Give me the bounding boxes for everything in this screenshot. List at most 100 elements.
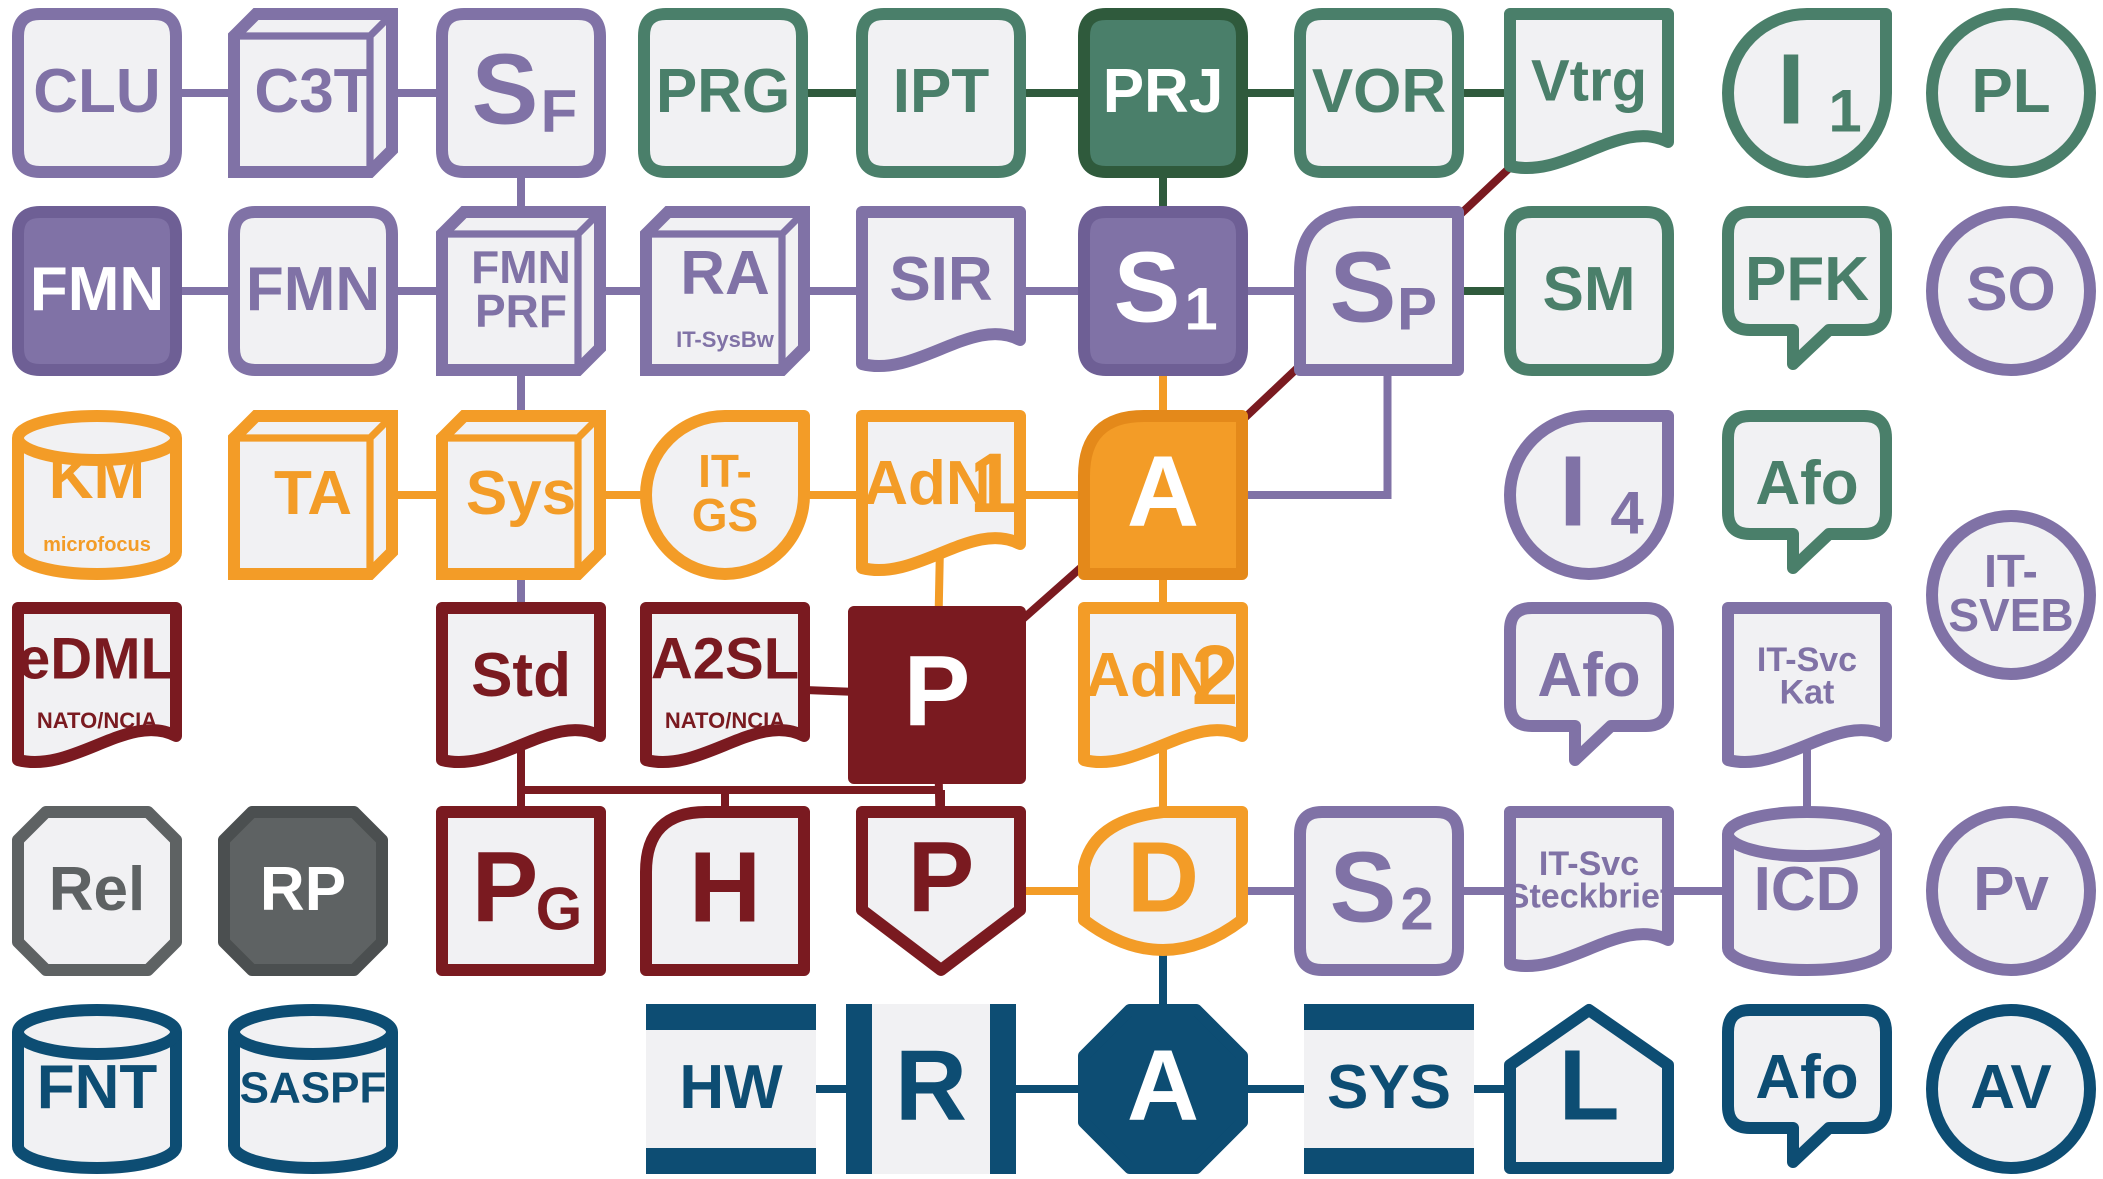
node-subscript: 2 [1400,876,1433,943]
node-p_pent[interactable]: P [856,806,1026,976]
node-label: PL [1971,57,2050,126]
node-afo_g[interactable]: Afo [1722,410,1892,574]
node-sys_o[interactable]: Sys [436,410,606,580]
node-prj[interactable]: PRJ [1078,8,1248,178]
node-a_b[interactable]: A [1078,1004,1248,1174]
node-shape [12,206,182,376]
node-so[interactable]: SO [1926,206,2096,376]
node-shape [1294,806,1464,976]
node-caption: NATO/NCIA [37,708,157,733]
node-shape [12,602,182,768]
node-a_o[interactable]: A [1078,410,1248,580]
node-saspf[interactable]: SASPF [228,1004,398,1174]
node-sys_b[interactable]: SYS [1304,1004,1474,1174]
node-ipt[interactable]: IPT [856,8,1026,178]
node-rel[interactable]: Rel [12,806,182,976]
node-label: FMN [471,241,571,293]
node-rp[interactable]: RP [218,806,388,976]
node-label: H [689,832,761,944]
node-subscript: F [541,78,578,145]
node-pl[interactable]: PL [1926,8,2096,178]
node-sir[interactable]: SIR [856,206,1026,372]
node-prg[interactable]: PRG [638,8,808,178]
node-shape [846,1004,1016,1174]
node-label: SVEB [1948,589,2073,641]
node-label: SO [1966,255,2056,324]
node-label: Sys [466,459,576,528]
node-shape [1504,602,1674,766]
bar-bottom [646,1148,816,1174]
node-r[interactable]: R [846,1004,1016,1174]
node-afo_p[interactable]: Afo [1504,602,1674,766]
node-label: Vtrg [1531,49,1647,114]
node-sm[interactable]: SM [1504,206,1674,376]
cube-edge [234,413,395,574]
node-d[interactable]: D [1078,806,1248,956]
node-shape [1294,206,1464,376]
node-edml[interactable]: eDML NATO/NCIA [12,602,182,768]
node-c3t[interactable]: C3T [228,8,398,178]
bar-right [990,1004,1016,1174]
node-l[interactable]: L [1504,1004,1674,1174]
node-std[interactable]: Std [436,602,606,768]
node-label: Pv [1973,855,2049,924]
cylinder-rim [228,1031,398,1060]
node-label: P [904,636,971,748]
node-shape [1504,8,1674,174]
node-fmn_filled[interactable]: FMN [12,206,182,376]
node-itgs[interactable]: IT-GS [640,410,810,580]
node-h[interactable]: H [640,806,810,976]
node-subscript: 1 [1184,276,1217,343]
node-label: C3T [254,57,371,126]
node-fmn[interactable]: FMN [228,206,398,376]
node-pfk[interactable]: PFK [1722,206,1892,370]
node-shape [1926,206,2096,376]
node-clu[interactable]: CLU [12,8,182,178]
cylinder-rim [1722,833,1892,862]
node-label: RP [260,855,346,924]
node-label: S [1114,232,1181,344]
node-label: I [1777,34,1805,146]
node-icd[interactable]: ICD [1722,806,1892,976]
node-number: 2 [1192,628,1239,722]
node-afo_b[interactable]: Afo [1722,1004,1892,1168]
node-subscript: 1 [1828,78,1861,145]
node-label: RA [680,239,770,308]
node-label: IT-Svc [1539,845,1639,883]
node-p_r[interactable]: P [848,606,1026,784]
node-label: Afo [1537,641,1640,710]
node-label: Afo [1755,449,1858,518]
node-pg[interactable]: PG [436,806,606,976]
node-label: PFK [1745,245,1869,314]
node-fnt[interactable]: FNT [12,1004,182,1174]
node-pv[interactable]: Pv [1926,806,2096,976]
node-label: FMN [246,255,380,324]
node-shape [1722,410,1892,574]
node-vor[interactable]: VOR [1294,8,1464,178]
node-itsveb[interactable]: IT-SVEB [1926,510,2096,680]
node-label: Std [471,641,571,710]
node-shape [856,8,1026,178]
node-av[interactable]: AV [1926,1004,2096,1174]
node-label: eDML [18,627,176,692]
node-label: IPT [893,57,990,126]
node-vtrg[interactable]: Vtrg [1504,8,1674,174]
node-hw[interactable]: HW [646,1004,816,1174]
node-shape [640,806,810,976]
node-ta[interactable]: TA [228,410,398,580]
